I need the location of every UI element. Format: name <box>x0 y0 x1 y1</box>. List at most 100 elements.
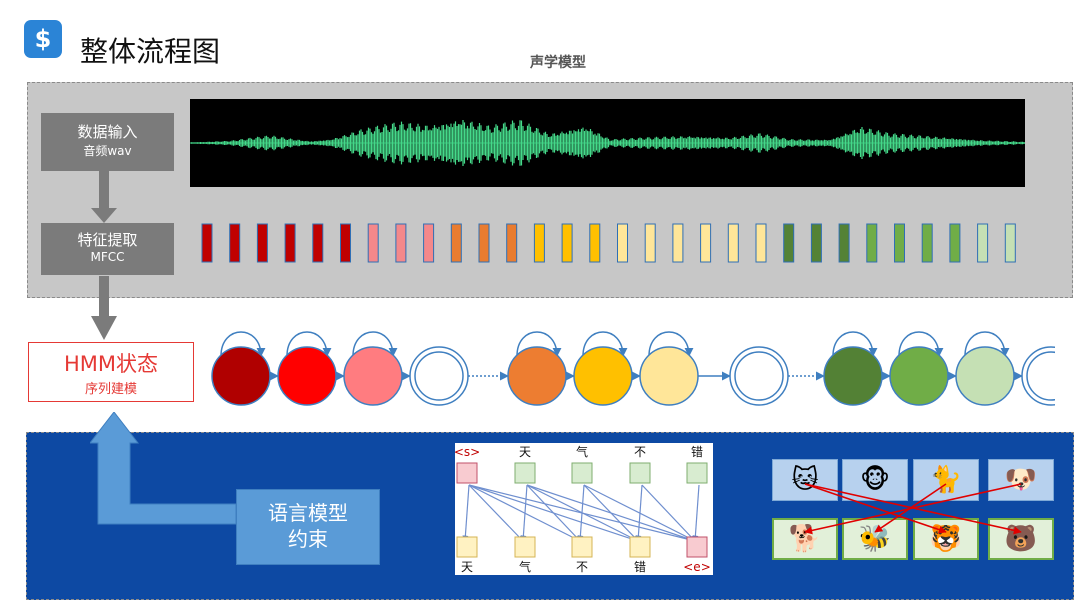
hmm-label: HMM状态 <box>63 352 159 376</box>
mfcc-frame-bar <box>783 223 795 263</box>
mfcc-frame-bar <box>395 223 407 263</box>
mfcc-frame-bar <box>838 223 850 263</box>
lm-label: 语言模型 <box>268 501 348 525</box>
feature-extraction-label: 特征提取 <box>77 231 138 249</box>
animal-image-icon: 🐈 <box>913 459 979 501</box>
audio-waveform <box>189 99 1025 187</box>
lattice-link <box>635 484 643 542</box>
page-title: 整体流程图 <box>80 35 221 68</box>
hmm-state-node <box>639 346 699 406</box>
feature-extraction-box: 特征提取 MFCC <box>41 223 174 275</box>
hmm-state-node <box>507 346 567 406</box>
animal-image-icon: 🐱 <box>772 459 838 501</box>
bottom-token-node <box>629 536 651 558</box>
self-loop-arrow <box>516 331 562 357</box>
animal-part-image-icon: 🐻 <box>988 518 1054 560</box>
bottom-token-node <box>686 536 708 558</box>
feature-extraction-sublabel: MFCC <box>90 250 125 264</box>
self-loop-arrow <box>352 331 398 357</box>
mfcc-frame-bar <box>977 223 989 263</box>
image-sequence-panel: 🐱🐵🐈🐶🐕🐝🐯🐻 <box>768 452 1065 569</box>
mfcc-frame-bar <box>478 223 490 263</box>
top-token-node <box>514 462 536 484</box>
lattice-link <box>468 484 524 542</box>
brand-logo-icon: $ <box>24 20 62 58</box>
lattice-link <box>641 484 696 542</box>
hmm-state-node <box>729 346 789 406</box>
lattice-link <box>577 484 585 542</box>
mfcc-frame-bar <box>367 223 379 263</box>
hmm-state-node <box>409 346 469 406</box>
mfcc-frame-bar <box>423 223 435 263</box>
mfcc-frame-bar <box>672 223 684 263</box>
top-token-label: 气 <box>576 444 588 459</box>
hmm-state-node <box>277 346 337 406</box>
mfcc-frame-bar <box>644 223 656 263</box>
self-loop-arrow <box>832 331 878 357</box>
top-token-node <box>571 462 593 484</box>
top-token-label: 天 <box>519 445 531 459</box>
top-token-label: 错 <box>691 445 703 459</box>
mfcc-frame-bar <box>617 223 628 263</box>
mfcc-frame-bar <box>506 223 518 263</box>
lattice-link <box>692 484 700 542</box>
lm-constraint-arrow <box>90 412 237 525</box>
self-loop-arrow <box>964 331 1010 357</box>
top-token-node <box>456 462 478 484</box>
top-token-node <box>629 462 651 484</box>
hmm-sublabel: 序列建模 <box>84 382 137 397</box>
self-loop-arrow <box>286 331 332 357</box>
mfcc-frame-bar <box>866 223 878 263</box>
bottom-token-label: 错 <box>634 560 646 574</box>
end-state-ring <box>414 351 464 401</box>
hmm-state-chain <box>211 331 1055 406</box>
image-mapping-arrow <box>804 483 1022 535</box>
mfcc-frame-bar <box>810 223 822 263</box>
animal-part-image-icon: 🐕 <box>772 518 838 560</box>
top-token-node <box>686 462 708 484</box>
mfcc-frame-bar <box>284 223 296 263</box>
self-loop-arrow <box>220 331 266 357</box>
image-mapping-arrows <box>804 483 1022 535</box>
hmm-state-node <box>343 346 403 406</box>
acoustic-model-title: 声学模型 <box>530 55 586 71</box>
mfcc-frame-bar <box>561 223 573 263</box>
top-token-label: 不 <box>634 445 646 459</box>
lm-sublabel: 约束 <box>288 527 328 551</box>
mfcc-frame-bar <box>450 223 462 263</box>
top-token-label: <s> <box>455 445 480 459</box>
arrow-mfcc-to-hmm <box>91 276 117 340</box>
lattice-link <box>526 484 581 542</box>
hmm-state-node <box>889 346 949 406</box>
mfcc-feature-bars <box>201 223 1016 263</box>
hmm-state-node <box>823 346 883 406</box>
mfcc-frame-bar <box>229 223 241 263</box>
up-arrow-icon <box>90 412 237 525</box>
mfcc-frame-bar <box>755 223 767 263</box>
lattice-link <box>462 484 470 542</box>
mfcc-frame-bar <box>894 223 905 263</box>
bottom-token-node <box>571 536 593 558</box>
lattice-link <box>583 484 639 542</box>
mfcc-frame-bar <box>340 223 351 263</box>
self-loop-arrow <box>582 331 628 357</box>
animal-part-image-icon: 🐯 <box>913 518 979 560</box>
arrow-input-to-mfcc <box>91 171 117 223</box>
image-mapping-arrow <box>804 483 947 534</box>
flow-arrows <box>91 171 117 340</box>
self-loop-arrow <box>648 331 694 357</box>
animal-image-icon: 🐶 <box>988 459 1054 501</box>
mfcc-frame-bar <box>201 223 213 263</box>
hmm-box: HMM状态 序列建模 <box>28 342 194 402</box>
bottom-token-label: 气 <box>519 559 531 574</box>
mfcc-frame-bar <box>949 223 961 263</box>
mfcc-frame-bar <box>256 223 268 263</box>
bottom-token-label: <e> <box>683 560 711 574</box>
mfcc-frame-bar <box>1004 223 1016 263</box>
language-model-box: 语言模型 约束 <box>236 489 380 565</box>
bottom-token-label: 不 <box>576 560 588 574</box>
mfcc-frame-bar <box>312 223 324 263</box>
hmm-state-node <box>573 346 633 406</box>
hmm-state-node <box>955 346 1015 406</box>
mfcc-frame-bar <box>533 223 545 263</box>
